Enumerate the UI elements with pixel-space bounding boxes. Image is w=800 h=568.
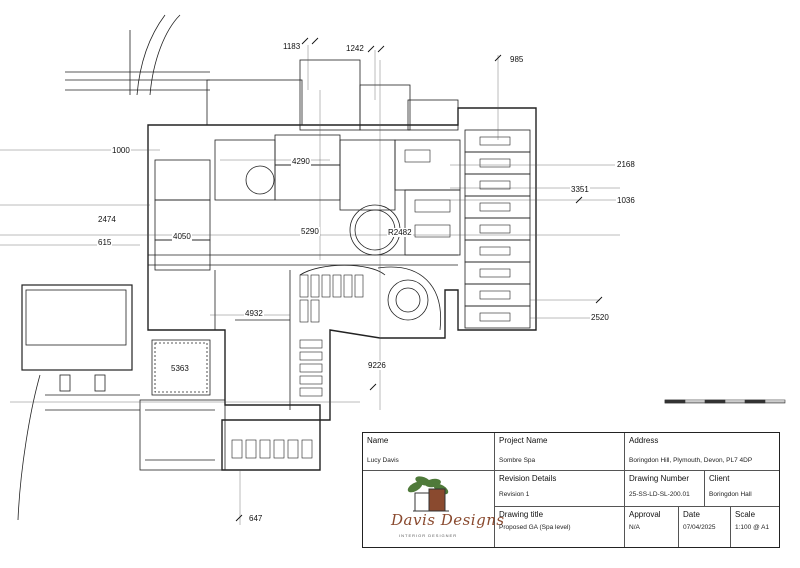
client-cell: Client Boringdon Hall <box>705 471 779 507</box>
date-value: 07/04/2025 <box>683 524 716 531</box>
dimension-label: 1242 <box>345 44 365 53</box>
title-block: Name Lucy Davis Project Name Sombre Spa … <box>362 432 780 548</box>
logo-mark <box>407 476 449 512</box>
drawing-number-value: 25-SS-LD-SL-200.01 <box>629 491 690 498</box>
dimension-label: 9226 <box>367 361 387 370</box>
dimension-label: 615 <box>97 238 113 247</box>
address-label: Address <box>629 436 659 445</box>
access-road-curve <box>136 14 166 96</box>
dimension-label: 4290 <box>291 157 311 166</box>
entrance-core <box>299 59 361 131</box>
name-value: Lucy Davis <box>367 457 399 464</box>
spiral-stair <box>387 279 429 321</box>
drawing-number-label: Drawing Number <box>629 474 690 483</box>
revision-cell: Revision Details Revision 1 <box>495 471 625 507</box>
dimension-label: 3351 <box>570 185 590 194</box>
project-value: Sombre Spa <box>499 457 536 464</box>
revision-value: Revision 1 <box>499 491 530 498</box>
address-cell: Address Boringdon Hill, Plymouth, Devon,… <box>625 433 779 471</box>
drawing-title-cell: Drawing title Proposed GA (Spa level) <box>495 507 625 547</box>
dimension-label: 5290 <box>300 227 320 236</box>
client-label: Client <box>709 474 730 483</box>
pool <box>151 339 211 396</box>
drawing-title-label: Drawing title <box>499 510 544 519</box>
west-annex <box>21 284 133 371</box>
loungers <box>231 274 364 459</box>
main-building-outline <box>147 107 537 471</box>
dimension-label: 4050 <box>172 232 192 241</box>
dimension-label: 1183 <box>282 42 302 51</box>
dimension-label: 1000 <box>111 146 131 155</box>
dimension-label: 5363 <box>170 364 190 373</box>
scale-label: Scale <box>735 510 756 519</box>
dimension-label: 2168 <box>616 160 636 169</box>
dimension-label: 4932 <box>244 309 264 318</box>
date-cell: Date 07/04/2025 <box>679 507 731 547</box>
logo-brand: Davis Designs <box>391 511 505 529</box>
dimension-label: R2482 <box>387 228 413 237</box>
date-label: Date <box>683 510 700 519</box>
dimension-label: 1036 <box>616 196 636 205</box>
scale-value: 1:100 @ A1 <box>735 524 770 531</box>
dimension-label: 647 <box>248 514 264 523</box>
address-value: Boringdon Hill, Plymouth, Devon, PL7 4DP <box>629 457 753 464</box>
dimension-label: 2474 <box>97 215 117 224</box>
drawing-title-value: Proposed GA (Spa level) <box>499 524 571 531</box>
changing-room <box>154 159 211 201</box>
dimension-label: 985 <box>509 55 525 64</box>
south-block <box>139 399 226 471</box>
drawing-number-cell: Drawing Number 25-SS-LD-SL-200.01 <box>625 471 705 507</box>
dimension-label: 2520 <box>590 313 610 322</box>
client-value: Boringdon Hall <box>709 491 752 498</box>
name-cell: Name Lucy Davis <box>363 433 495 471</box>
scale-cell: Scale 1:100 @ A1 <box>731 507 779 547</box>
project-cell: Project Name Sombre Spa <box>495 433 625 471</box>
approval-label: Approval <box>629 510 661 519</box>
treatment-rooms <box>464 129 531 329</box>
logo-tagline: INTERIOR DESIGNER <box>399 533 458 538</box>
access-road-curve-2 <box>149 14 181 96</box>
logo-cell: Davis Designs INTERIOR DESIGNER <box>363 471 504 547</box>
approval-cell: Approval N/A <box>625 507 679 547</box>
revision-label: Revision Details <box>499 474 557 483</box>
approval-value: N/A <box>629 524 640 531</box>
north-wing <box>206 79 303 126</box>
name-label: Name <box>367 436 389 445</box>
scale-bar <box>664 399 786 404</box>
project-label: Project Name <box>499 436 548 445</box>
